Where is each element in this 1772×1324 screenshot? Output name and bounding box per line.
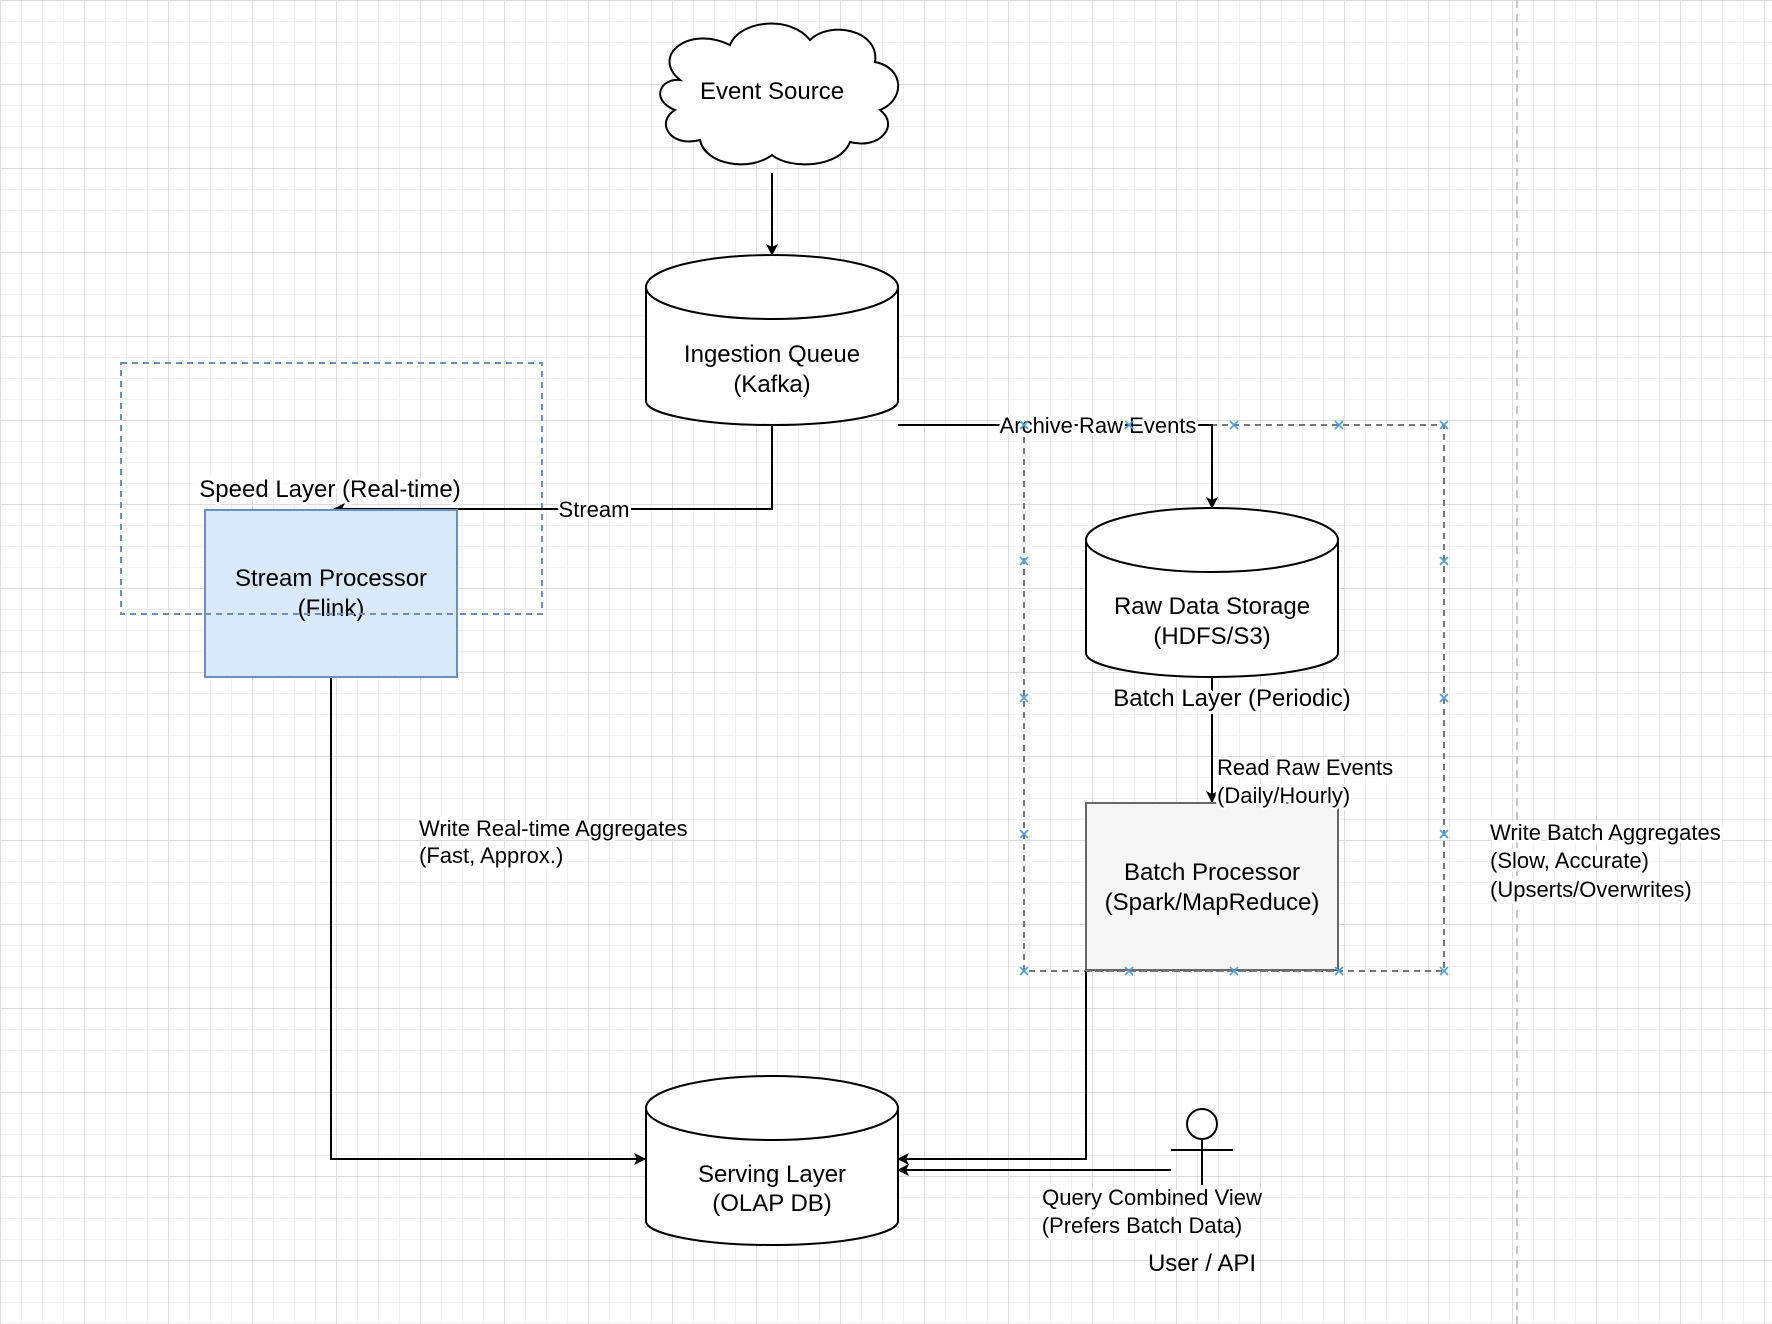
- write-batch-edge-label-line1: Write Batch Aggregates: [1490, 820, 1721, 845]
- selection-handle-icon[interactable]: [1439, 420, 1449, 430]
- archive-edge-label: Archive Raw Events: [1000, 413, 1197, 438]
- selection-handle-icon[interactable]: [1439, 556, 1449, 566]
- batch-group-selection-handles[interactable]: [1019, 420, 1449, 976]
- selection-handle-icon[interactable]: [1019, 420, 1029, 430]
- selection-handle-icon[interactable]: [1229, 420, 1239, 430]
- selection-handle-icon[interactable]: [1334, 420, 1344, 430]
- stream-processor-label-line2: (Flink): [298, 595, 365, 622]
- batch-processor-label-line1: Batch Processor: [1124, 859, 1300, 886]
- edge-queue-to-storage[interactable]: [898, 424, 1218, 509]
- selection-handle-icon[interactable]: [1229, 966, 1239, 976]
- write-realtime-edge-label-line1: Write Real-time Aggregates: [419, 816, 688, 841]
- batch-processor-label-line2: (Spark/MapReduce): [1105, 889, 1320, 916]
- stream-processor-node[interactable]: Stream Processor (Flink): [204, 509, 458, 678]
- selection-handle-icon[interactable]: [1334, 966, 1344, 976]
- write-realtime-edge-label-line2: (Fast, Approx.): [419, 843, 563, 868]
- serving-layer-label-line1: Serving Layer: [698, 1161, 846, 1188]
- raw-data-storage-label-line2: (HDFS/S3): [1153, 623, 1270, 650]
- serving-layer-node[interactable]: Serving Layer (OLAP DB): [645, 1075, 899, 1246]
- actor-head-icon: [1186, 1108, 1218, 1140]
- write-batch-edge-label-line3: (Upserts/Overwrites): [1490, 877, 1692, 902]
- edge-stream-to-serving[interactable]: [330, 677, 646, 1165]
- selection-handle-icon[interactable]: [1019, 966, 1029, 976]
- selection-handle-icon[interactable]: [1439, 693, 1449, 703]
- selection-handle-icon[interactable]: [1019, 556, 1029, 566]
- ingestion-queue-label-line1: Ingestion Queue: [684, 341, 860, 368]
- write-batch-edge-label-line2: (Slow, Accurate): [1490, 848, 1649, 873]
- selection-handle-icon[interactable]: [1439, 829, 1449, 839]
- batch-layer-label: Batch Layer (Periodic): [1113, 685, 1350, 712]
- read-raw-edge-label-line2: (Daily/Hourly): [1217, 783, 1350, 808]
- event-source-label: Event Source: [700, 78, 844, 105]
- batch-processor-node[interactable]: Batch Processor (Spark/MapReduce): [1085, 802, 1339, 971]
- ingestion-queue-node[interactable]: Ingestion Queue (Kafka): [645, 254, 899, 426]
- ingestion-queue-label-line2: (Kafka): [733, 371, 810, 398]
- edge-queue-to-stream[interactable]: [333, 425, 773, 515]
- edge-batch-to-serving[interactable]: [897, 935, 1087, 1165]
- user-api-node[interactable]: User / API: [1148, 1108, 1256, 1277]
- selection-handle-icon[interactable]: [1124, 966, 1134, 976]
- raw-data-storage-label-line1: Raw Data Storage: [1114, 593, 1310, 620]
- raw-data-storage-node[interactable]: Raw Data Storage (HDFS/S3): [1085, 507, 1339, 678]
- read-raw-edge-label-line1: Read Raw Events: [1217, 755, 1393, 780]
- query-edge-label-line1: Query Combined View: [1042, 1185, 1262, 1210]
- selection-handle-icon[interactable]: [1439, 966, 1449, 976]
- selection-handle-icon[interactable]: [1019, 693, 1029, 703]
- serving-layer-label-line2: (OLAP DB): [712, 1190, 832, 1217]
- stream-edge-label: Stream: [559, 497, 630, 522]
- cloud-shape: [659, 22, 900, 166]
- selection-handle-icon[interactable]: [1124, 420, 1134, 430]
- event-source-node[interactable]: Event Source: [659, 22, 900, 166]
- query-edge-label-line2: (Prefers Batch Data): [1042, 1213, 1243, 1238]
- user-api-label: User / API: [1148, 1250, 1256, 1277]
- selection-handle-icon[interactable]: [1019, 829, 1029, 839]
- speed-layer-label: Speed Layer (Real-time): [199, 476, 460, 503]
- stream-processor-label-line1: Stream Processor: [235, 565, 427, 592]
